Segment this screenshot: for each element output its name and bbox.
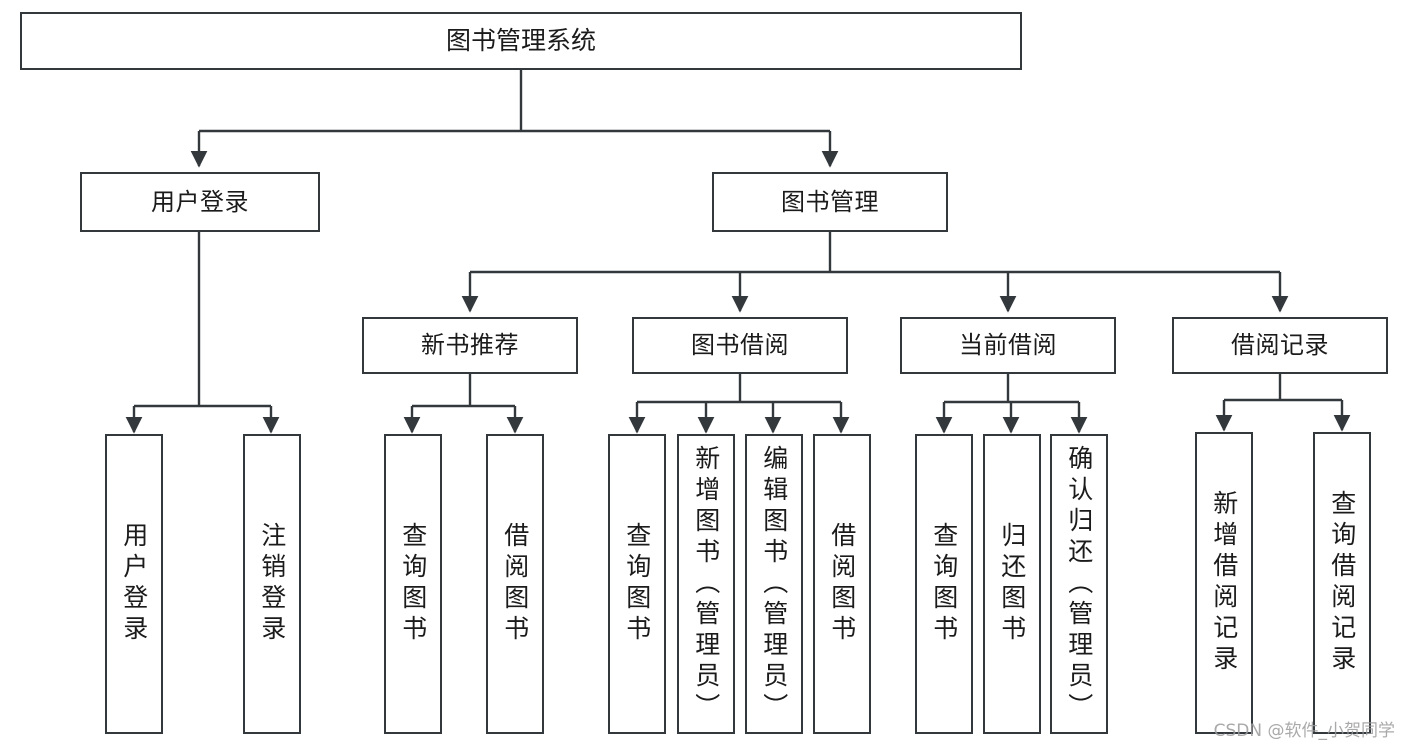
leaf-add-book-admin[interactable]: 新增图书（管理员） bbox=[677, 434, 735, 734]
leaf-query-borrow-record[interactable]: 查询借阅记录 bbox=[1313, 432, 1371, 734]
leaf-query-book-current[interactable]: 查询图书 bbox=[915, 434, 973, 734]
node-book-management[interactable]: 图书管理 bbox=[712, 172, 948, 232]
node-label: 用户登录 bbox=[119, 522, 149, 646]
node-label: 编辑图书（管理员） bbox=[759, 444, 789, 724]
node-label: 查询图书 bbox=[929, 522, 959, 646]
node-current-borrow[interactable]: 当前借阅 bbox=[900, 317, 1116, 374]
node-label: 查询借阅记录 bbox=[1327, 490, 1357, 676]
node-label: 图书管理 bbox=[781, 187, 879, 216]
node-label: 图书借阅 bbox=[691, 331, 789, 360]
leaf-borrow-book-recommend[interactable]: 借阅图书 bbox=[486, 434, 544, 734]
leaf-edit-book-admin[interactable]: 编辑图书（管理员） bbox=[745, 434, 803, 734]
node-label: 借阅记录 bbox=[1231, 331, 1329, 360]
node-label: 借阅图书 bbox=[500, 522, 530, 646]
node-label: 图书管理系统 bbox=[445, 26, 596, 56]
node-label: 新书推荐 bbox=[421, 331, 519, 360]
node-label: 新增借阅记录 bbox=[1209, 490, 1239, 676]
leaf-query-book-recommend[interactable]: 查询图书 bbox=[384, 434, 442, 734]
node-label: 借阅图书 bbox=[827, 522, 857, 646]
leaf-return-book[interactable]: 归还图书 bbox=[983, 434, 1041, 734]
leaf-user-login[interactable]: 用户登录 bbox=[105, 434, 163, 734]
leaf-borrow-book[interactable]: 借阅图书 bbox=[813, 434, 871, 734]
node-label: 查询图书 bbox=[398, 522, 428, 646]
watermark-text: CSDN @软件_小贺同学 bbox=[1213, 721, 1395, 741]
leaf-add-borrow-record[interactable]: 新增借阅记录 bbox=[1195, 432, 1253, 734]
node-root-system[interactable]: 图书管理系统 bbox=[20, 12, 1022, 70]
node-label: 归还图书 bbox=[997, 522, 1027, 646]
node-book-borrow[interactable]: 图书借阅 bbox=[632, 317, 848, 374]
node-label: 注销登录 bbox=[257, 522, 287, 646]
node-label: 用户登录 bbox=[151, 187, 249, 216]
node-label: 新增图书（管理员） bbox=[691, 444, 721, 724]
node-user-login[interactable]: 用户登录 bbox=[80, 172, 320, 232]
leaf-query-book-borrow[interactable]: 查询图书 bbox=[608, 434, 666, 734]
node-label: 当前借阅 bbox=[959, 331, 1057, 360]
node-label: 确认归还（管理员） bbox=[1064, 444, 1094, 724]
node-new-book-recommend[interactable]: 新书推荐 bbox=[362, 317, 578, 374]
node-borrow-record[interactable]: 借阅记录 bbox=[1172, 317, 1388, 374]
leaf-logout-login[interactable]: 注销登录 bbox=[243, 434, 301, 734]
node-label: 查询图书 bbox=[622, 522, 652, 646]
leaf-confirm-return-admin[interactable]: 确认归还（管理员） bbox=[1050, 434, 1108, 734]
